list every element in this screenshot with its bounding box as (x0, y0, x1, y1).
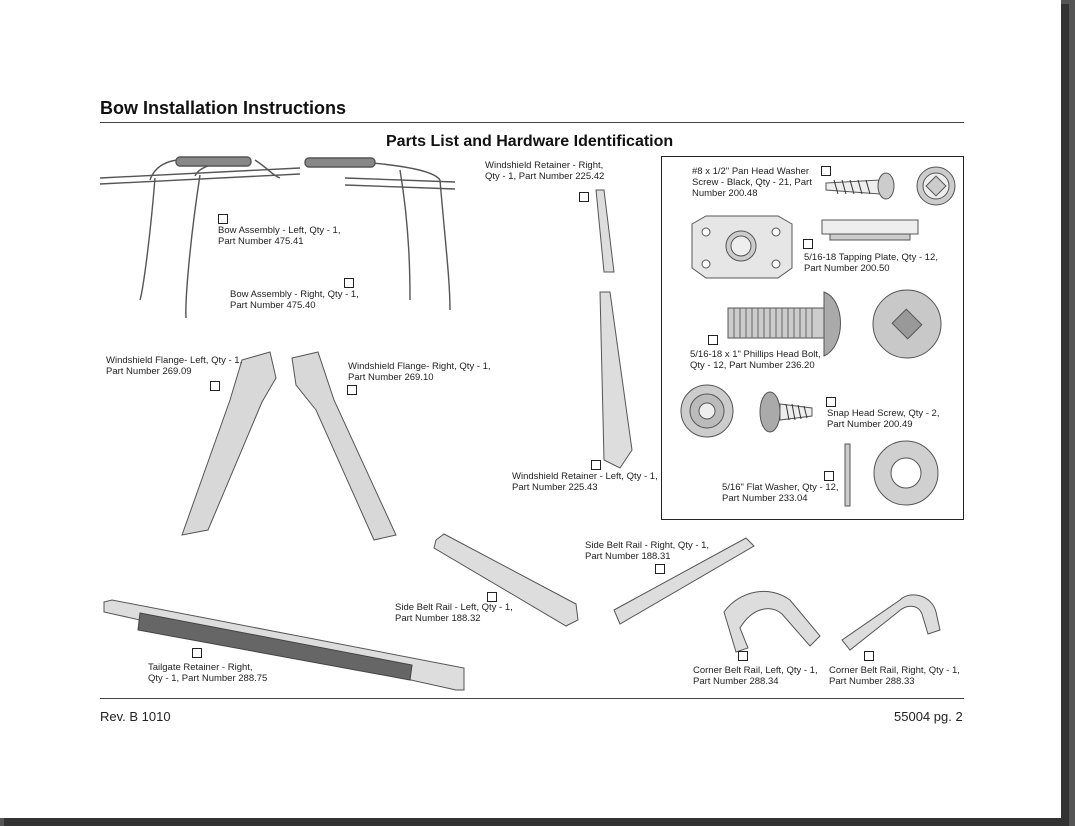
hardware-label-tapping-plate: 5/16-18 Tapping Plate, Qty - 12,Part Num… (804, 252, 938, 274)
windshield-flange-left-illustration (181, 351, 277, 536)
side-belt-rail-right-illustration (613, 537, 755, 625)
part-label-windshield-retainer-right: Windshield Retainer - Right,Qty - 1, Par… (485, 160, 605, 182)
page-title: Bow Installation Instructions (100, 98, 347, 118)
side-belt-rail-left-illustration (433, 533, 579, 627)
hardware-label-flat-washer: 5/16" Flat Washer, Qty - 12,Part Number … (722, 482, 839, 504)
corner-belt-rail-left-illustration (723, 590, 821, 653)
part-label-windshield-flange-right: Windshield Flange- Right, Qty - 1,Part N… (348, 361, 491, 383)
footer-rule (100, 698, 964, 699)
tapping-plate-illustration (691, 215, 919, 279)
checkbox[interactable] (821, 166, 831, 176)
windshield-retainer-left-illustration (599, 291, 633, 469)
part-label-tailgate-retainer: Tailgate Retainer - Right,Qty - 1, Part … (148, 662, 268, 684)
hardware-identification-box (661, 156, 964, 520)
checkbox[interactable] (347, 385, 357, 395)
part-label-windshield-flange-left: Windshield Flange- Left, Qty - 1,Part Nu… (106, 355, 243, 377)
part-label-corner-belt-rail-right: Corner Belt Rail, Right, Qty - 1,Part Nu… (829, 665, 960, 687)
page-shadow (4, 818, 1069, 826)
windshield-flange-right-illustration (291, 351, 397, 541)
checkbox[interactable] (192, 648, 202, 658)
checkbox[interactable] (655, 564, 665, 574)
revision-label: Rev. B 1010 (100, 709, 171, 724)
checkbox[interactable] (824, 471, 834, 481)
part-label-side-belt-rail-left: Side Belt Rail - Left, Qty - 1,Part Numb… (395, 602, 513, 624)
pan-head-screw-illustration (825, 166, 956, 206)
part-label-windshield-retainer-left: Windshield Retainer - Left, Qty - 1,Part… (512, 471, 658, 493)
flat-washer-illustration (844, 440, 939, 507)
checkbox[interactable] (708, 335, 718, 345)
checkbox[interactable] (591, 460, 601, 470)
snap-head-screw-illustration (680, 384, 813, 438)
hardware-label-snap-screw: Snap Head Screw, Qty - 2,Part Number 200… (827, 408, 940, 430)
checkbox[interactable] (218, 214, 228, 224)
part-label-side-belt-rail-right: Side Belt Rail - Right, Qty - 1,Part Num… (585, 540, 710, 562)
part-label-bow-left: Bow Assembly - Left, Qty - 1,Part Number… (218, 225, 341, 247)
phillips-head-bolt-illustration (727, 289, 942, 359)
corner-belt-rail-right-illustration (841, 594, 941, 651)
checkbox[interactable] (344, 278, 354, 288)
checkbox[interactable] (826, 397, 836, 407)
page-number: 55004 pg. 2 (894, 709, 963, 724)
document-page (0, 0, 1061, 818)
checkbox[interactable] (210, 381, 220, 391)
page-shadow (1061, 4, 1069, 822)
checkbox[interactable] (579, 192, 589, 202)
hardware-label-phillips-bolt: 5/16-18 x 1" Phillips Head Bolt,Qty - 12… (690, 349, 821, 371)
windshield-retainer-right-illustration (595, 189, 615, 273)
checkbox[interactable] (487, 592, 497, 602)
part-label-bow-right: Bow Assembly - Right, Qty - 1,Part Numbe… (230, 289, 359, 311)
checkbox[interactable] (864, 651, 874, 661)
checkbox[interactable] (738, 651, 748, 661)
section-subtitle: Parts List and Hardware Identification (386, 133, 674, 150)
checkbox[interactable] (803, 239, 813, 249)
part-label-corner-belt-rail-left: Corner Belt Rail, Left, Qty - 1,Part Num… (693, 665, 818, 687)
header-rule (100, 122, 964, 123)
